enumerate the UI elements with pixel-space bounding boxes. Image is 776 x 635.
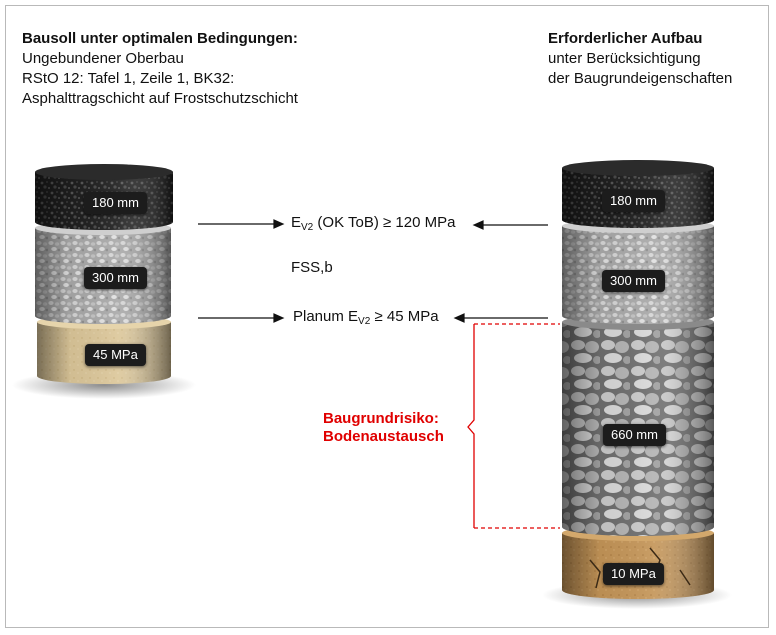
arrows <box>198 220 548 322</box>
risk-subtitle: Bodenaustausch <box>323 426 444 447</box>
planum-suffix: ≥ 45 MPa <box>370 308 438 325</box>
fss-label: FSS,b <box>291 259 333 276</box>
left-soil-label: 45 MPa <box>85 344 146 366</box>
left-gravel-label: 300 mm <box>84 267 147 289</box>
right-soil-label: 10 MPa <box>603 563 664 585</box>
ev2-requirement: EV2 (OK ToB) ≥ 120 MPa <box>291 214 455 233</box>
ev2-subscript: V2 <box>301 222 313 233</box>
ev2-suffix: (OK ToB) ≥ 120 MPa <box>313 214 455 231</box>
right-asphalt-label: 180 mm <box>602 190 665 212</box>
right-rock-label: 660 mm <box>603 424 666 446</box>
right-column <box>542 160 732 609</box>
left-asphalt-label: 180 mm <box>84 192 147 214</box>
planum-requirement: Planum EV2 ≥ 45 MPa <box>293 308 439 327</box>
planum-subscript: V2 <box>358 316 370 327</box>
right-gravel-label: 300 mm <box>602 270 665 292</box>
risk-bracket <box>468 324 560 528</box>
ev2-prefix: E <box>291 214 301 231</box>
planum-prefix: Planum E <box>293 308 358 325</box>
